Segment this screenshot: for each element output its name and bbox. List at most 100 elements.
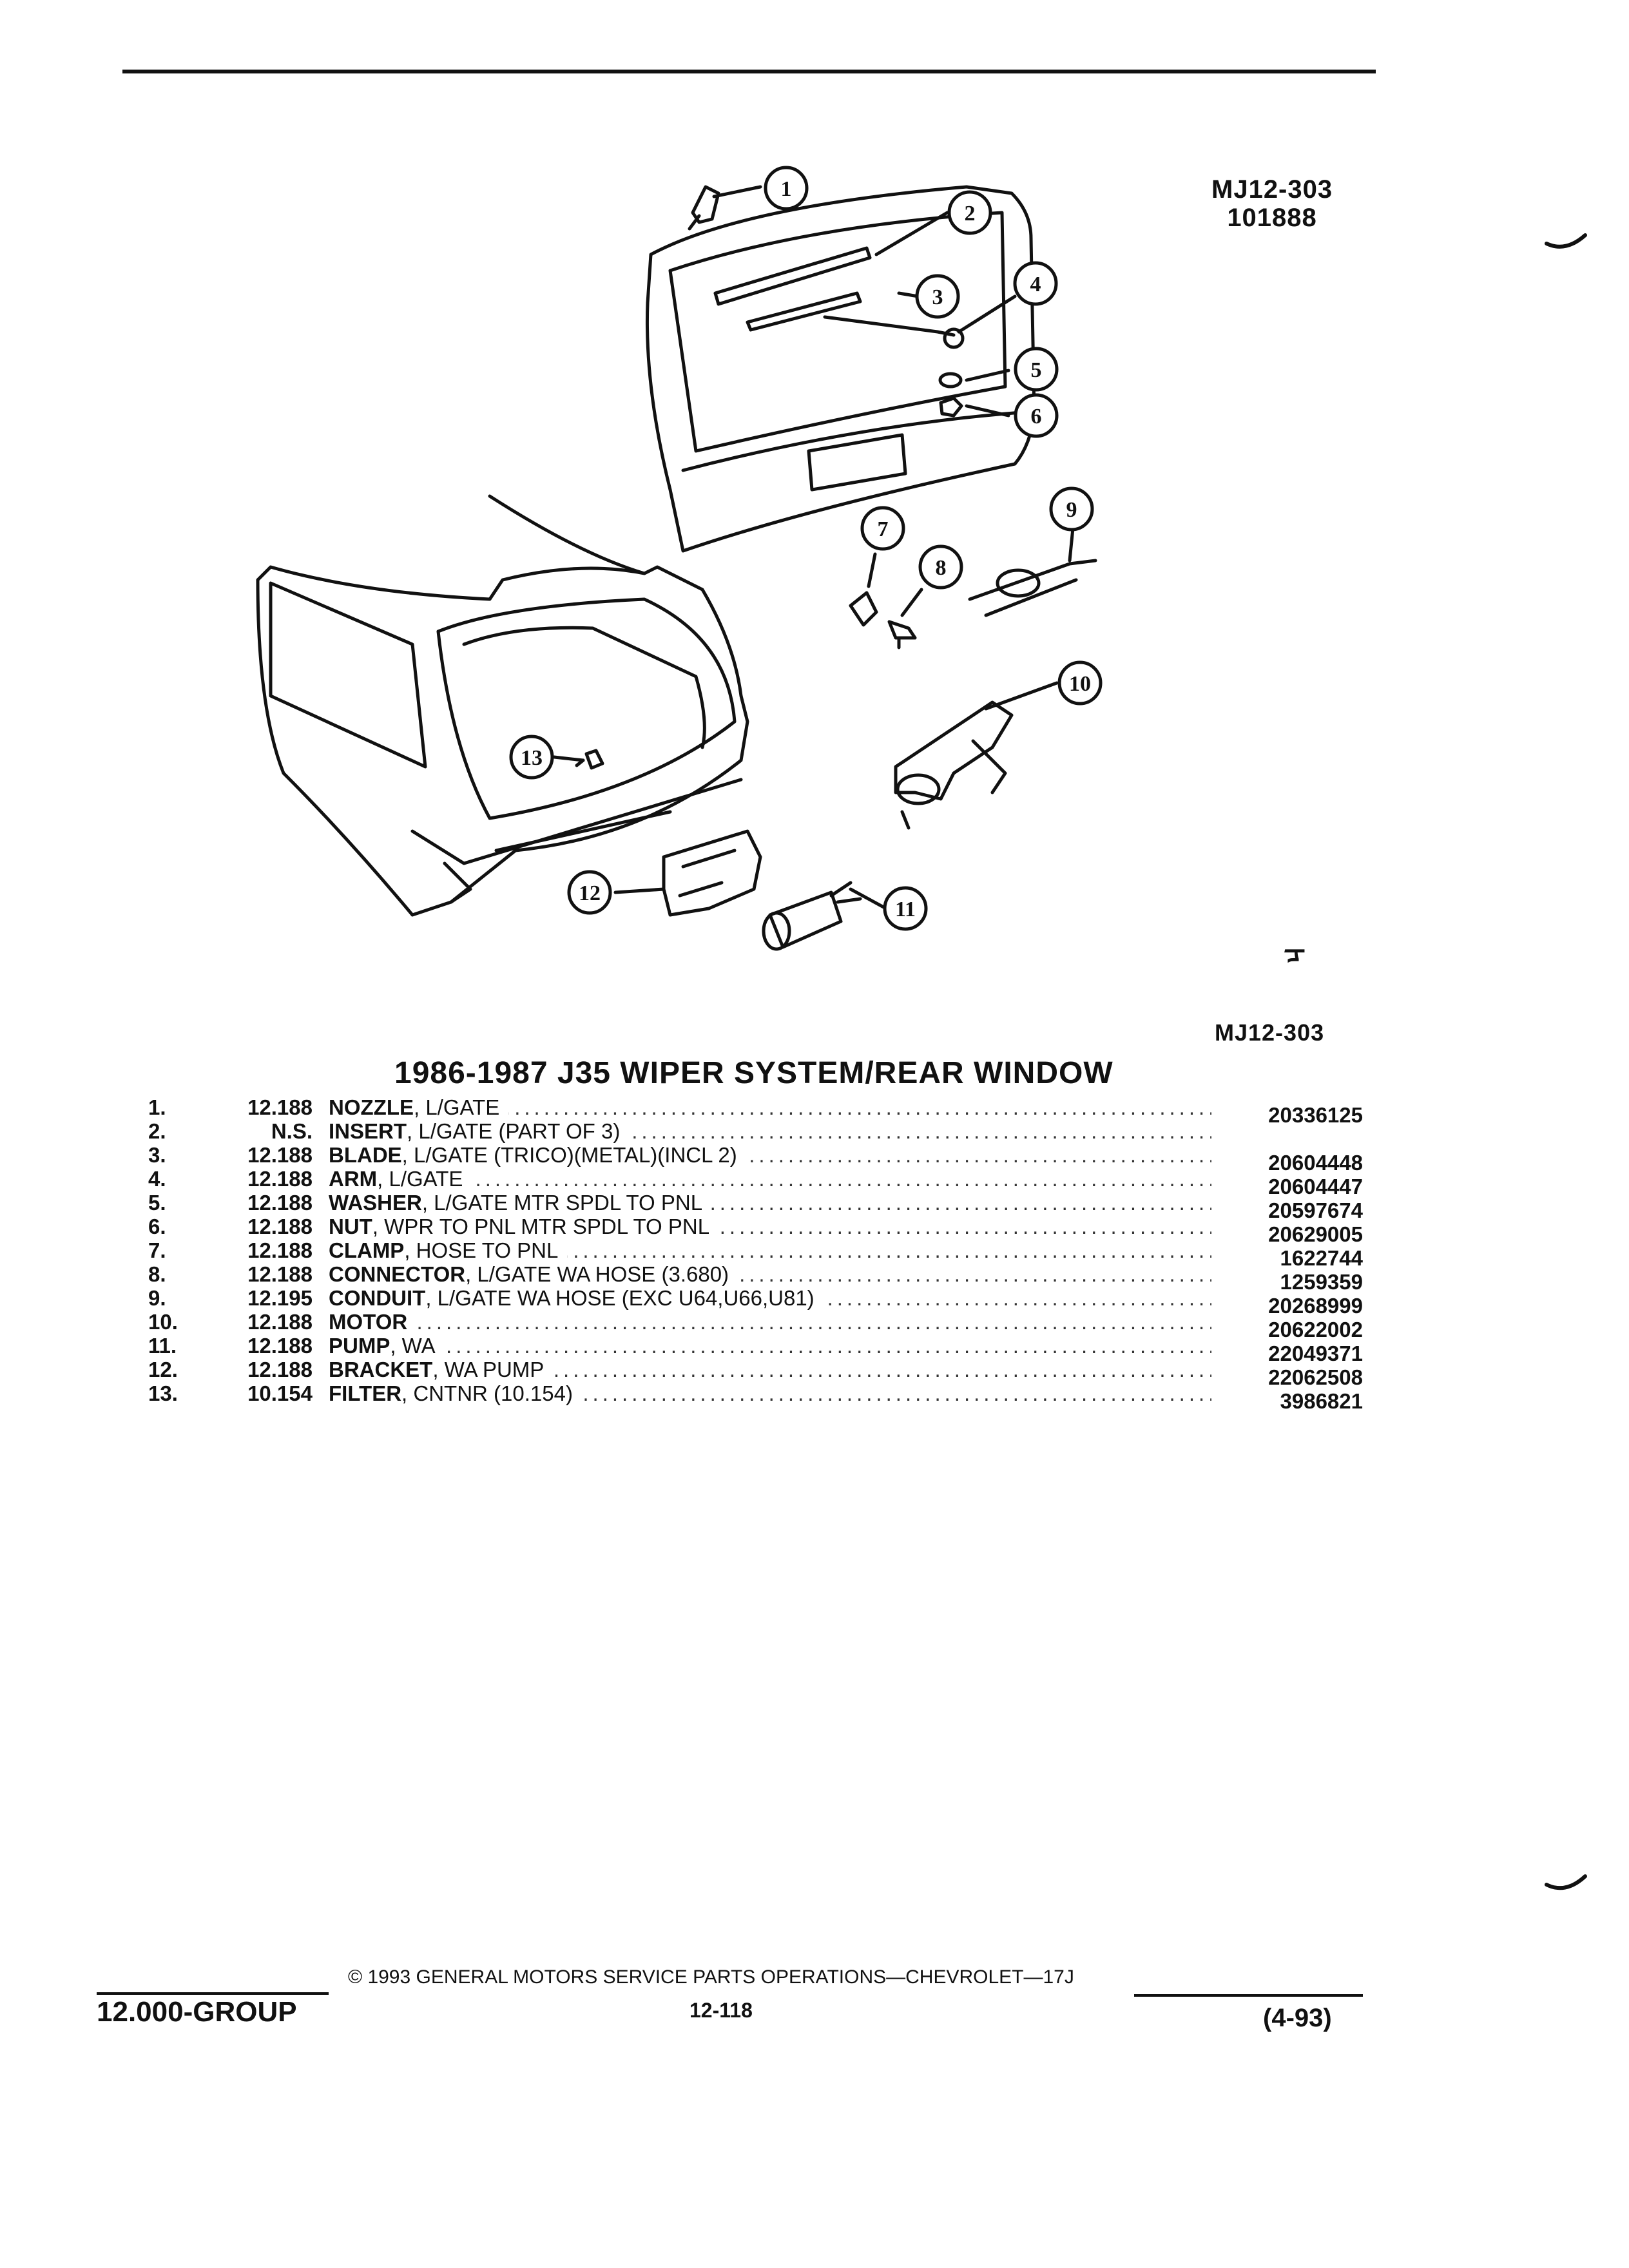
parts-row: 9.12.195................................… xyxy=(148,1286,1373,1318)
part-detail: , L/GATE WA HOSE (EXC U64,U66,U81) xyxy=(425,1286,815,1310)
item-number: 6. xyxy=(148,1215,166,1238)
callout-13: 13 xyxy=(521,746,543,770)
footer-date: (4-93) xyxy=(1263,2004,1332,2032)
parts-row: 13.10.154...............................… xyxy=(148,1381,1373,1413)
diagram-date: 101888 xyxy=(1227,204,1317,232)
callout-6: 6 xyxy=(1031,405,1042,428)
symbol-mark: ᠴ xyxy=(1284,937,1306,969)
part-number: 1259359 xyxy=(1280,1270,1363,1294)
parts-row: 11.12.188...............................… xyxy=(148,1334,1373,1365)
callout-12: 12 xyxy=(579,881,601,905)
page-corner-marks xyxy=(1545,1874,1587,1890)
callout-2: 2 xyxy=(965,202,976,226)
group-number: 12.188 xyxy=(247,1167,313,1191)
part-description: MOTOR xyxy=(329,1310,417,1334)
part-number: 3986821 xyxy=(1280,1389,1363,1413)
part-description: INSERT, L/GATE (PART OF 3) xyxy=(329,1119,630,1143)
group-number: 12.188 xyxy=(247,1191,313,1215)
part-name: CONNECTOR xyxy=(329,1262,466,1286)
section-code: MJ12-303 xyxy=(1215,1019,1325,1046)
part-detail: , L/GATE MTR SPDL TO PNL xyxy=(421,1191,703,1215)
parts-row: 5.12.188................................… xyxy=(148,1191,1373,1222)
part-name: NUT xyxy=(329,1215,372,1238)
part-name: BLADE xyxy=(329,1143,402,1167)
part-number: 20604448 xyxy=(1268,1151,1363,1175)
parts-row: 12.12.188...............................… xyxy=(148,1358,1373,1389)
item-number: 12. xyxy=(148,1358,178,1381)
part-description: BRACKET, WA PUMP xyxy=(329,1358,554,1381)
callout-8: 8 xyxy=(936,556,947,580)
section-title: 1986-1987 J35 WIPER SYSTEM/REAR WINDOW xyxy=(394,1056,1113,1090)
parts-row: 1.12.188................................… xyxy=(148,1095,1373,1127)
parts-diagram: 1 2 3 4 5 6 7 8 9 10 11 12 13 xyxy=(256,166,1587,951)
vehicle-body xyxy=(256,494,749,917)
footer-rule xyxy=(97,1992,329,1995)
top-rule xyxy=(122,70,1376,73)
group-number: 12.188 xyxy=(247,1238,313,1262)
part-number: 20268999 xyxy=(1268,1294,1363,1318)
part-name: ARM xyxy=(329,1167,378,1191)
part-description: CONNECTOR, L/GATE WA HOSE (3.680) xyxy=(329,1262,738,1286)
item-number: 8. xyxy=(148,1262,166,1286)
part-number: 20597674 xyxy=(1268,1198,1363,1222)
item-number: 11. xyxy=(148,1334,177,1358)
part-detail: , L/GATE (PART OF 3) xyxy=(407,1119,621,1143)
part-name: PUMP xyxy=(329,1334,390,1358)
group-number: 12.188 xyxy=(247,1334,313,1358)
group-number: 12.188 xyxy=(247,1095,313,1119)
group-number: 12.188 xyxy=(247,1310,313,1334)
parts-row: 8.12.188................................… xyxy=(148,1262,1373,1294)
callout-1: 1 xyxy=(781,177,792,201)
part-name: MOTOR xyxy=(329,1310,408,1334)
parts-list: 1. 12.188................................… xyxy=(148,1095,1373,1413)
item-number: 5. xyxy=(148,1191,166,1215)
dot-leader: ........................................… xyxy=(329,1167,1211,1191)
part-description: FILTER, CNTNR (10.154) xyxy=(329,1381,582,1405)
callout-9: 9 xyxy=(1066,498,1077,522)
part-number: 20629005 xyxy=(1268,1222,1363,1246)
callout-4: 4 xyxy=(1030,273,1041,296)
item-number: 13. xyxy=(148,1381,178,1405)
footer-group: 12.000-GROUP xyxy=(97,1996,297,2028)
washer-pump xyxy=(768,890,843,949)
item-number: 1. xyxy=(148,1095,166,1119)
part-detail: , WA xyxy=(390,1334,436,1358)
wiper-motor xyxy=(894,700,1014,801)
part-description: BLADE, L/GATE (TRICO)(METAL)(INCL 2) xyxy=(329,1143,746,1167)
footer-copyright: © 1993 GENERAL MOTORS SERVICE PARTS OPER… xyxy=(348,1966,1074,1988)
group-number: 10.154 xyxy=(247,1381,313,1405)
part-name: CLAMP xyxy=(329,1238,405,1262)
part-name: WASHER xyxy=(329,1191,422,1215)
part-name: NOZZLE xyxy=(329,1095,414,1119)
part-description: ARM, L/GATE xyxy=(329,1167,472,1191)
callout-7: 7 xyxy=(878,517,889,541)
pump-bracket xyxy=(662,829,762,917)
part-description: PUMP, WA xyxy=(329,1334,445,1358)
group-number: N.S. xyxy=(271,1119,313,1143)
part-detail: , HOSE TO PNL xyxy=(404,1238,559,1262)
parts-row: 2.N.S...................................… xyxy=(148,1119,1373,1143)
part-detail: , WA PUMP xyxy=(432,1358,545,1381)
callout-5: 5 xyxy=(1031,358,1042,382)
parts-row: 3.12.188................................… xyxy=(148,1143,1373,1175)
item-number: 2. xyxy=(148,1119,166,1143)
part-number: 20336125 xyxy=(1268,1103,1363,1127)
callout-10: 10 xyxy=(1069,672,1091,696)
diagram-code: MJ12-303 xyxy=(1211,175,1333,204)
part-description: NOZZLE, L/GATE xyxy=(329,1095,509,1119)
group-number: 12.188 xyxy=(247,1215,313,1238)
part-name: FILTER xyxy=(329,1381,402,1405)
part-detail: , CNTNR (10.154) xyxy=(401,1381,573,1405)
liftgate-glass xyxy=(668,211,1007,453)
callout-3: 3 xyxy=(932,285,943,309)
part-detail: , L/GATE (TRICO)(METAL)(INCL 2) xyxy=(401,1143,737,1167)
binder-mark xyxy=(1545,233,1587,249)
item-number: 9. xyxy=(148,1286,166,1310)
parts-row: 7.12.188................................… xyxy=(148,1238,1373,1270)
parts-row: 6.12.188................................… xyxy=(148,1215,1373,1246)
part-detail: , L/GATE xyxy=(377,1167,463,1191)
part-name: INSERT xyxy=(329,1119,407,1143)
footer-rule xyxy=(1134,1994,1363,1997)
diagram-code-block: MJ12-303 101888 xyxy=(1211,175,1333,232)
